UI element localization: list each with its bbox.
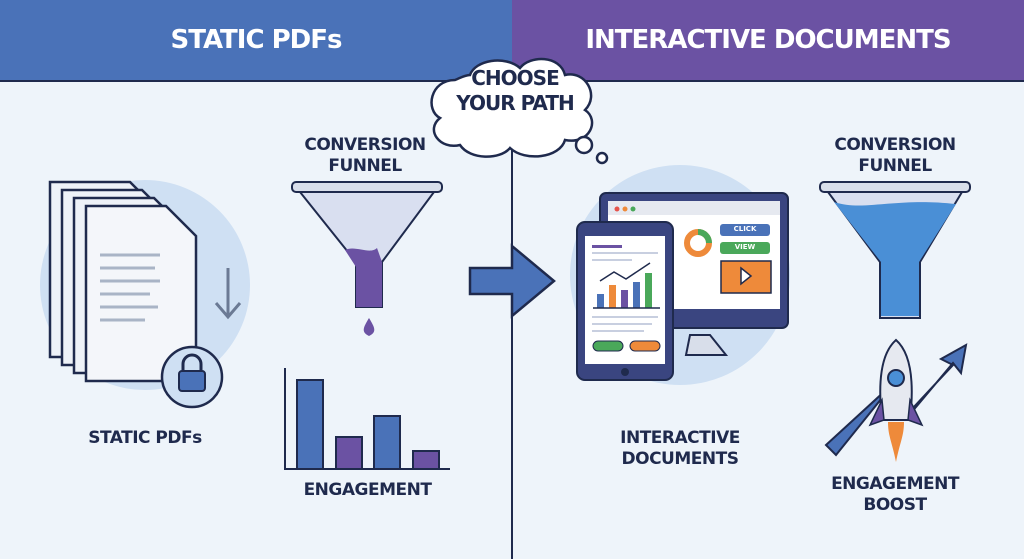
right-funnel-label-line2: FUNNEL [858, 156, 932, 176]
right-funnel-label-line1: CONVERSION [834, 135, 956, 155]
header-interactive-documents: INTERACTIVE DOCUMENTS [512, 0, 1024, 82]
cloud-line-1: CHOOSE [471, 66, 560, 90]
header-static-pdfs: STATIC PDFs [0, 0, 512, 82]
static-pdfs-label: STATIC PDFs [88, 428, 202, 448]
interactive-documents-label: INTERACTIVE DOCUMENTS [600, 428, 760, 470]
stacked-documents-icon [48, 180, 198, 383]
leaky-funnel-icon [291, 181, 443, 336]
download-arrow-icon [214, 268, 242, 320]
full-funnel-icon [819, 181, 971, 319]
left-funnel-label-line1: CONVERSION [304, 135, 426, 155]
engagement-boost-label-line1: ENGAGEMENT [831, 474, 959, 494]
cloud-line-2: YOUR PATH [456, 91, 575, 115]
header-left-title: STATIC PDFs [170, 25, 343, 55]
interactive-documents-label-line1: INTERACTIVE [620, 428, 740, 448]
view-button-graphic [720, 242, 770, 254]
left-funnel-label-line2: FUNNEL [328, 156, 402, 176]
rocket-boost-icon [824, 338, 968, 462]
lock-icon [160, 345, 224, 409]
left-funnel-label: CONVERSION FUNNEL [290, 135, 440, 177]
engagement-bar-chart [284, 368, 450, 470]
view-button-text: VIEW [734, 243, 756, 251]
engagement-label: ENGAGEMENT [303, 480, 432, 500]
thought-cloud [430, 57, 609, 165]
right-funnel-label: CONVERSION FUNNEL [820, 135, 970, 177]
header-right-title: INTERACTIVE DOCUMENTS [585, 25, 951, 55]
choose-your-path-cloud: CHOOSE YOUR PATH [440, 66, 590, 116]
right-arrow-icon [468, 243, 556, 319]
click-button-graphic [720, 224, 770, 236]
interactive-documents-label-line2: DOCUMENTS [621, 449, 739, 469]
center-divider [511, 82, 513, 559]
tablet-icon [576, 221, 674, 381]
click-button-text: CLICK [733, 225, 757, 233]
engagement-boost-label: ENGAGEMENT BOOST [820, 474, 970, 516]
engagement-boost-label-line2: BOOST [863, 495, 927, 515]
